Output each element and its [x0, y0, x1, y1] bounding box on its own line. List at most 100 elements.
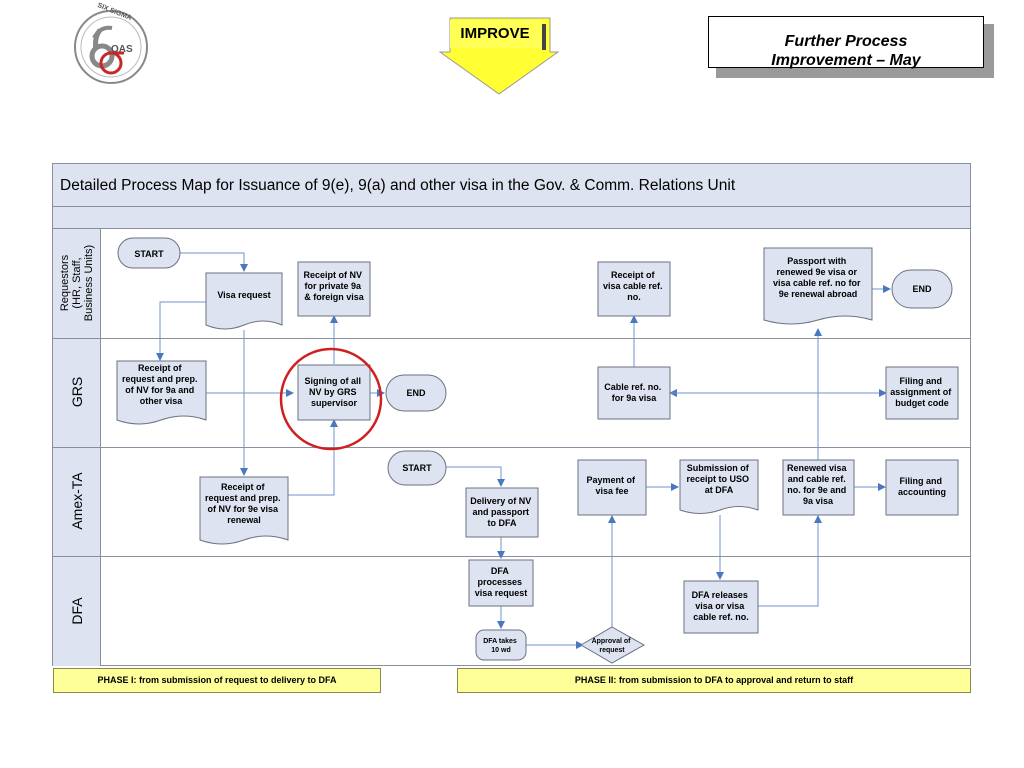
- node-line: START: [134, 249, 164, 259]
- node-text: Approval of request: [592, 638, 633, 654]
- node-line: request and prep.: [205, 493, 281, 503]
- node-text: DFA takes 10 wd: [483, 638, 519, 654]
- node-line: Signing of all: [304, 376, 361, 386]
- node-line: and passport: [472, 507, 529, 517]
- filing-budget-box: [885, 366, 959, 420]
- lane-divider: [53, 556, 970, 557]
- node-line: Passport with: [787, 256, 846, 266]
- node-line: renewed 9e visa or: [776, 267, 857, 277]
- renewed-visa-box: [782, 459, 855, 516]
- node-line: for 9a visa: [612, 393, 658, 403]
- node-line: of NV for 9e visa: [207, 504, 279, 514]
- signing-box: [297, 364, 371, 421]
- node-text: Renewed visa and cable ref. no. for 9e a…: [787, 463, 849, 506]
- node-text: Filing and assignment of budget code: [890, 376, 954, 408]
- node-line: visa or visa: [695, 601, 745, 611]
- lane-divider: [53, 447, 970, 448]
- node-line: 9a visa: [803, 496, 834, 506]
- node-line: Renewed visa: [787, 463, 848, 473]
- passport-renewed-document: [763, 247, 873, 325]
- node-line: 10 wd: [491, 647, 510, 654]
- node-line: assignment of: [890, 387, 952, 397]
- node-text: Payment of visa fee: [586, 475, 637, 496]
- end-terminator: [891, 269, 953, 309]
- node-line: of NV for 9a and: [125, 385, 194, 395]
- node-line: START: [402, 463, 432, 473]
- approval-decision: [580, 626, 646, 664]
- node-text: Submission of receipt to USO at DFA: [686, 463, 751, 495]
- highlight-circle: [279, 347, 383, 451]
- cable-ref-box: [597, 366, 671, 420]
- node-text: Receipt of NV for private 9a & foreign v…: [303, 270, 364, 302]
- node-line: visa cable ref.: [603, 281, 663, 291]
- node-text: Signing of all NV by GRS supervisor: [304, 376, 363, 408]
- connector: [445, 466, 505, 487]
- node-text: DFA releases visa or visa cable ref. no.: [692, 590, 751, 622]
- node-line: Filing and: [899, 476, 942, 486]
- node-line: END: [406, 388, 426, 398]
- node-text: Passport with renewed 9e visa or visa ca…: [773, 256, 863, 299]
- node-text: Filing and accounting: [898, 476, 946, 497]
- dfa-processes-box: [468, 559, 534, 607]
- phase-1-bar: PHASE I: from submission of request to d…: [53, 668, 381, 693]
- submission-receipt-document: [679, 459, 759, 514]
- six-sigma-oas-logo: [74, 10, 148, 84]
- node-line: Receipt of: [221, 482, 266, 492]
- title-line1: Further Process: [784, 33, 908, 50]
- node-line: other visa: [140, 396, 184, 406]
- node-line: processes: [477, 577, 522, 587]
- node-line: Approval of: [592, 638, 632, 645]
- node-line: request and prep.: [122, 374, 198, 384]
- node-line: 9e renewal abroad: [779, 289, 858, 299]
- node-line: & foreign visa: [304, 292, 365, 302]
- dfa-releases-box: [683, 580, 759, 634]
- receipt-prep-9a-document: [116, 360, 207, 425]
- lane-divider: [53, 338, 970, 339]
- node-text: Delivery of NV and passport to DFA: [470, 496, 534, 528]
- node-text: Receipt of request and prep. of NV for 9…: [122, 363, 200, 406]
- filing-accounting-box: [885, 459, 959, 516]
- node-line: budget code: [895, 398, 949, 408]
- node-line: Submission of: [687, 463, 750, 473]
- node-line: no. for 9e and: [787, 485, 846, 495]
- node-line: DFA takes: [483, 638, 517, 645]
- node-line: supervisor: [311, 398, 358, 408]
- process-map-header: [53, 164, 970, 207]
- logo-side-text: OAS: [111, 44, 133, 55]
- node-line: no.: [627, 292, 641, 302]
- connector: [156, 301, 206, 361]
- node-text: Receipt of visa cable ref. no.: [603, 270, 665, 302]
- node-text: START: [402, 463, 432, 473]
- node-line: DFA: [491, 566, 510, 576]
- node-line: Receipt of: [611, 270, 656, 280]
- node-line: END: [912, 284, 932, 294]
- receipt-visa-cable-box: [597, 261, 671, 317]
- node-line: accounting: [898, 487, 946, 497]
- delivery-box: [465, 487, 539, 538]
- node-line: cable ref. no.: [693, 612, 749, 622]
- node-line: Cable ref. no.: [604, 382, 661, 392]
- node-line: Filing and: [899, 376, 942, 386]
- improve-label: IMPROVE: [460, 25, 530, 42]
- node-line: at DFA: [705, 485, 734, 495]
- node-line: visa fee: [595, 486, 628, 496]
- connector: [180, 252, 248, 272]
- node-line: Delivery of NV: [470, 496, 531, 506]
- node-text: Cable ref. no. for 9a visa: [604, 382, 664, 403]
- node-line: receipt to USO: [686, 474, 749, 484]
- payment-box: [577, 459, 647, 516]
- node-line: NV by GRS: [309, 387, 357, 397]
- node-line: Receipt of: [138, 363, 183, 373]
- connector: [758, 515, 822, 607]
- end-terminator: [385, 374, 447, 412]
- process-map-subheader: [53, 207, 970, 229]
- receipt-prep-9e-document: [199, 476, 289, 545]
- title-box: Further Process Improvement – May: [708, 16, 984, 69]
- node-text: END: [912, 284, 932, 294]
- node-line: visa cable ref. no for: [773, 278, 861, 288]
- node-text: END: [406, 388, 426, 398]
- connector: [286, 419, 338, 496]
- node-line: Receipt of NV: [303, 270, 362, 280]
- node-line: DFA releases: [692, 590, 748, 600]
